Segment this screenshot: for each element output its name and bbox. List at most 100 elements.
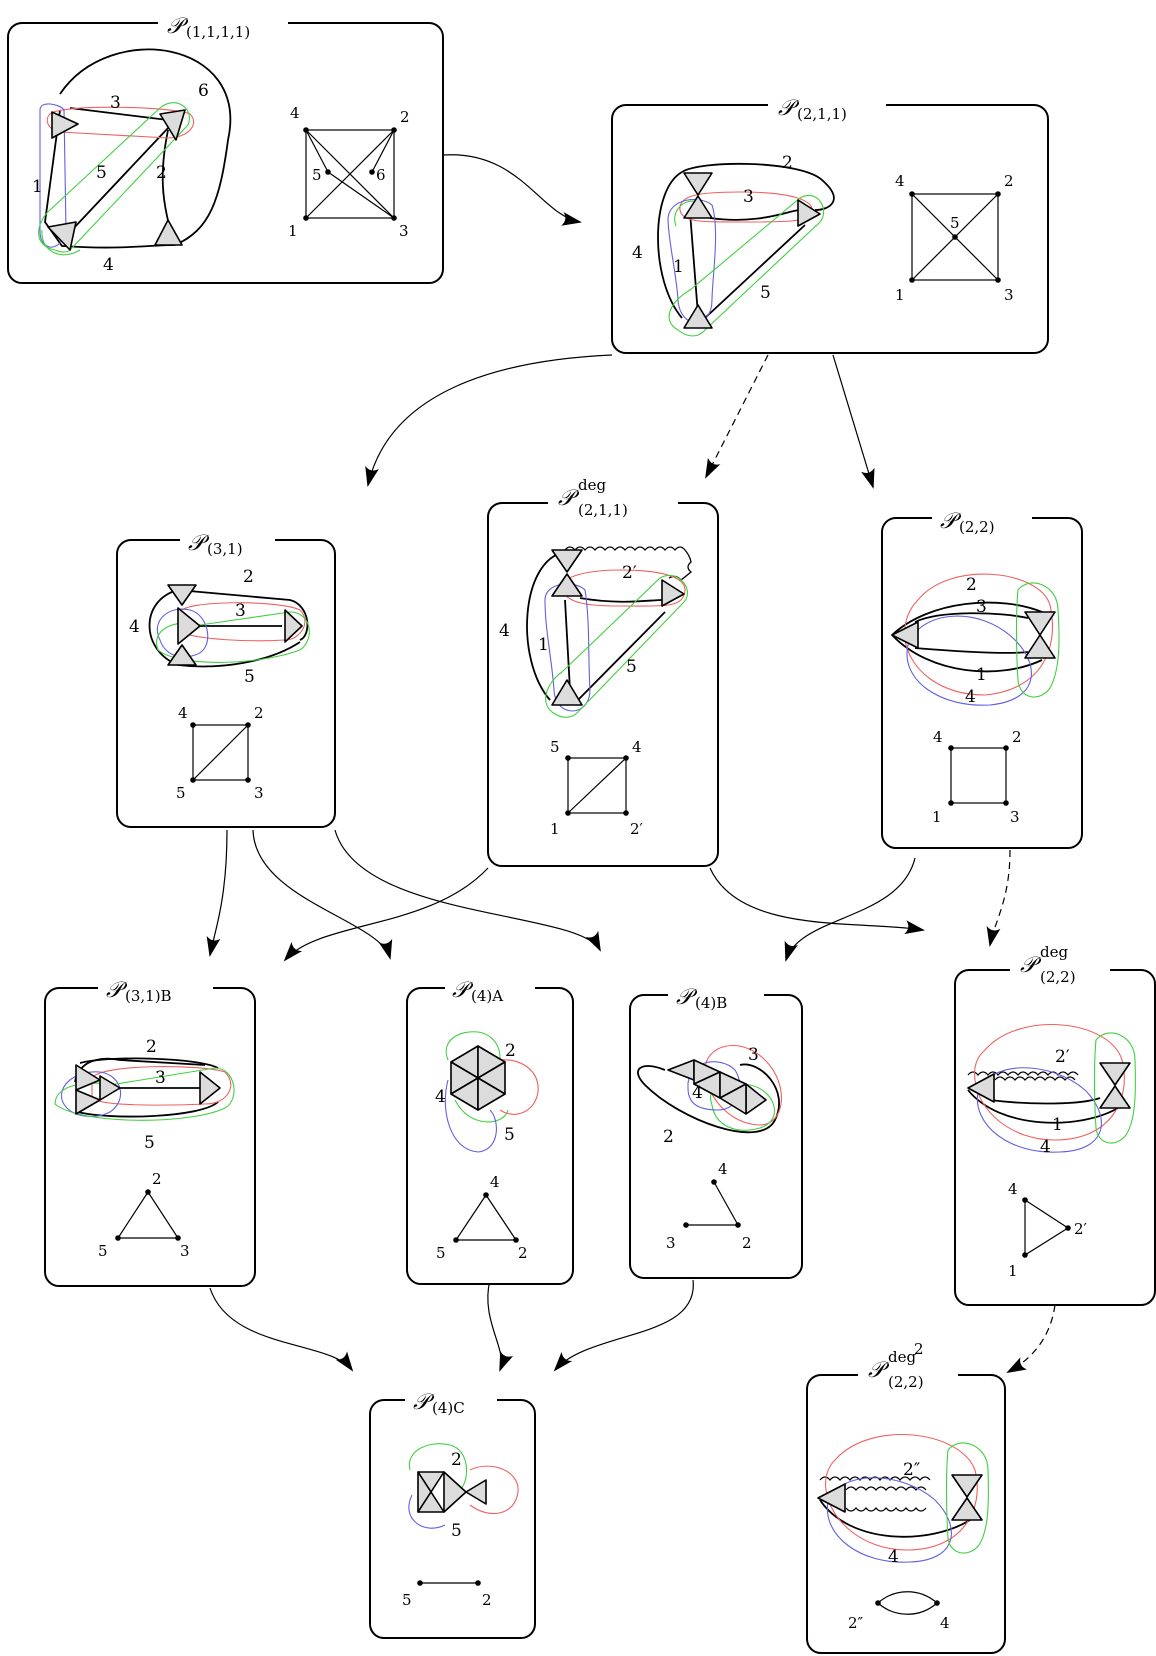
- graph-p4C: 5 2: [402, 1580, 492, 1609]
- node-5: 5: [98, 1242, 108, 1260]
- sup-p22deg2: deg: [888, 1348, 916, 1366]
- label-3: 3: [110, 93, 121, 113]
- node-5: 5: [312, 166, 322, 184]
- node-2dprime: 2″: [848, 1614, 864, 1632]
- arrow-31-to-31B: [206, 829, 228, 957]
- node-1: 1: [1008, 1262, 1018, 1280]
- sub-p4A: (4)A: [471, 987, 503, 1005]
- label-5: 5: [504, 1125, 515, 1145]
- node-2: 2: [742, 1234, 752, 1252]
- node-5: 5: [550, 738, 560, 756]
- node-1: 1: [288, 222, 298, 240]
- graph-p1111: 4 2 5 6 1 3: [288, 104, 410, 240]
- node-5: 5: [402, 1591, 412, 1609]
- label-3: 3: [748, 1045, 759, 1065]
- label-6: 6: [198, 81, 209, 101]
- label-2: 2: [146, 1037, 157, 1057]
- label-5: 5: [96, 163, 107, 183]
- graph-p22deg: 4 2′ 1: [1008, 1180, 1088, 1280]
- sub-p31: (3,1): [207, 540, 243, 558]
- node-4: 4: [718, 1160, 728, 1178]
- box-p4C: 𝒫 (4)C 2 5 5 2: [369, 1388, 536, 1639]
- node-4: 4: [895, 172, 905, 190]
- label-4: 4: [499, 621, 510, 641]
- node-2: 2: [1004, 172, 1014, 190]
- arrow-211-to-22: [832, 354, 875, 489]
- label-2: 2: [663, 1127, 674, 1147]
- arrow-211deg-to-22deg: [709, 867, 925, 935]
- sub-p22deg: (2,2): [1040, 968, 1076, 986]
- node-4: 4: [490, 1173, 500, 1191]
- node-3: 3: [666, 1234, 676, 1252]
- box-p211: 𝒫 (2,1,1) 2 3 4 1 5 4 2 5 1 3: [611, 94, 1049, 354]
- label-3: 3: [976, 597, 987, 617]
- label-4: 4: [632, 243, 643, 263]
- label-2: 2: [243, 567, 254, 587]
- node-4: 4: [290, 104, 300, 122]
- label-2dprime: 2″: [903, 1460, 920, 1480]
- label-5: 5: [144, 1133, 155, 1153]
- box-p4A: 𝒫 (4)A 2 4 5 4 5 2: [406, 976, 574, 1285]
- node-1: 1: [550, 820, 560, 838]
- graph-p4B: 4 3 2: [666, 1160, 752, 1252]
- node-5: 5: [436, 1244, 446, 1262]
- node-4: 4: [632, 738, 642, 756]
- node-2: 2: [482, 1591, 492, 1609]
- arrow-31B-to-4C: [209, 1287, 354, 1372]
- arrow-22-to-22deg: [986, 849, 1011, 947]
- label-5: 5: [626, 657, 637, 677]
- label-4: 4: [103, 255, 114, 275]
- sub-p4B: (4)B: [695, 994, 727, 1012]
- sub-p4C: (4)C: [432, 1399, 465, 1417]
- box-p31B: 𝒫 (3,1)B 2 3 5 2 5 3: [44, 976, 256, 1287]
- sup2-p22deg2: 2: [914, 1340, 924, 1358]
- box-p22deg: 𝒫 deg (2,2) 2′ 1 4 4 2′ 1: [954, 943, 1156, 1306]
- label-5: 5: [244, 667, 255, 687]
- label-2: 2: [156, 163, 167, 183]
- sub-p211deg: (2,1,1): [578, 501, 628, 519]
- node-5: 5: [950, 214, 960, 232]
- node-2prime: 2′: [630, 820, 644, 838]
- node-2prime: 2′: [1074, 1220, 1088, 1238]
- node-3: 3: [180, 1242, 190, 1260]
- graph-p22: 4 2 1 3: [932, 728, 1022, 826]
- node-2: 2: [152, 1170, 162, 1188]
- node-3: 3: [1004, 286, 1014, 304]
- sub-p31B: (3,1)B: [125, 987, 172, 1005]
- arrow-22deg-to-22deg2: [1006, 1304, 1056, 1373]
- graph-p22deg2: 2″ 4: [848, 1591, 950, 1632]
- node-1: 1: [895, 286, 905, 304]
- node-2: 2: [518, 1244, 528, 1262]
- box-p4B: 𝒫 (4)B 3 4 2 4 3 2: [629, 983, 803, 1279]
- box-p31: 𝒫 (3,1) 2 3 4 5 4 2 5 3: [116, 528, 336, 828]
- sub-p22: (2,2): [959, 518, 995, 536]
- sub-p1111: (1,1,1,1): [186, 23, 250, 41]
- node-4: 4: [178, 704, 188, 722]
- node-3: 3: [1010, 808, 1020, 826]
- graph-p31B: 2 5 3: [98, 1170, 190, 1260]
- node-2: 2: [1012, 728, 1022, 746]
- graph-p211: 4 2 5 1 3: [895, 172, 1014, 304]
- label-2: 2: [451, 1450, 462, 1470]
- label-2prime: 2′: [622, 563, 637, 583]
- sup-p22deg: deg: [1040, 943, 1068, 961]
- arrow-4B-to-4C: [553, 1279, 694, 1372]
- label-4: 4: [129, 617, 140, 637]
- arrow-1111-to-211: [442, 154, 582, 226]
- node-4: 4: [1008, 1180, 1018, 1198]
- arrow-211deg-to-31B: [283, 867, 489, 962]
- arrow-31-to-4B: [334, 829, 601, 952]
- label-4: 4: [888, 1547, 899, 1567]
- arrow-211-to-31: [365, 354, 613, 487]
- label-4: 4: [435, 1087, 446, 1107]
- node-4: 4: [940, 1614, 950, 1632]
- label-2: 2: [782, 153, 793, 173]
- label-2prime: 2′: [1055, 1047, 1070, 1067]
- sub-p22deg2: (2,2): [888, 1373, 924, 1391]
- node-2: 2: [254, 704, 264, 722]
- label-1: 1: [673, 257, 684, 277]
- label-2: 2: [505, 1041, 516, 1061]
- label-4: 4: [965, 687, 976, 707]
- label-4: 4: [692, 1083, 703, 1103]
